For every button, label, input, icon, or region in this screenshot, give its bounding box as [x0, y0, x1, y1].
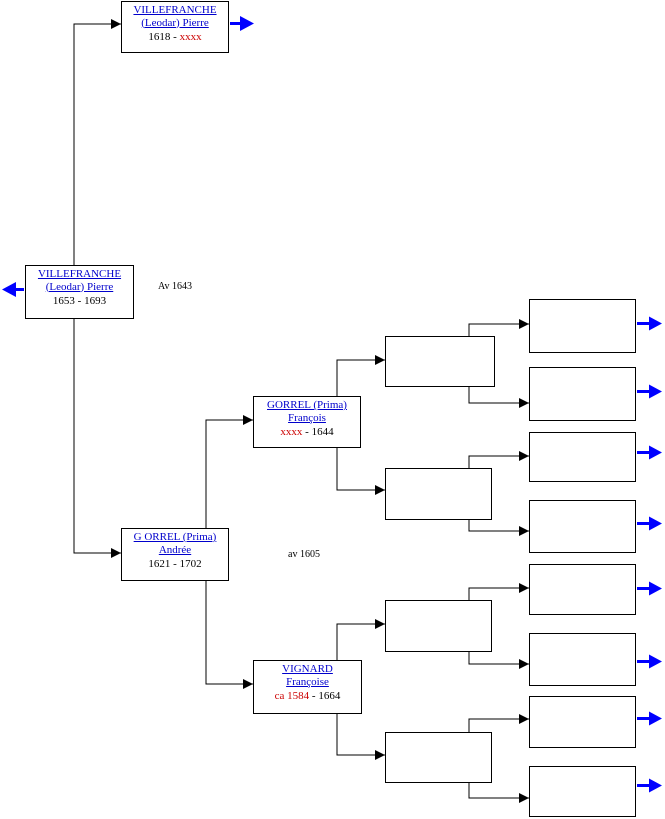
person-box-empty — [529, 633, 636, 686]
nav-arrow-right-icon[interactable] — [230, 16, 254, 31]
person-box-empty — [529, 564, 636, 615]
nav-arrow-right-icon[interactable] — [637, 516, 662, 531]
nav-arrow-right-icon[interactable] — [637, 316, 662, 331]
person-box-empty — [385, 600, 492, 652]
person-name-link[interactable]: VILLEFRANCHE(Leodar) Pierre — [133, 4, 217, 29]
connector-ggp1-mother — [468, 386, 529, 408]
connector-mgm-mother — [336, 713, 385, 760]
connector-mgf-mother — [336, 447, 385, 495]
person-box-empty — [385, 732, 492, 783]
person-dates: xxxx - 1644 — [280, 426, 334, 438]
nav-arrow-right-icon[interactable] — [637, 711, 662, 726]
person-box-empty — [529, 432, 636, 482]
person-box-father: VILLEFRANCHE(Leodar) Pierre 1618 - xxxx — [121, 1, 229, 53]
person-dates: 1618 - xxxx — [148, 31, 202, 43]
connector-father — [73, 19, 121, 265]
marriage-date-maternal-grandparents: av 1605 — [288, 549, 320, 560]
person-name-link[interactable]: G ORREL (Prima)Andrée — [133, 531, 217, 556]
person-box-maternal-grandfather: GORREL (Prima)François xxxx - 1644 — [253, 396, 361, 448]
connector-ggp2-father — [468, 451, 529, 468]
connector-ggp3-mother — [468, 651, 529, 669]
nav-arrow-right-icon[interactable] — [637, 654, 662, 669]
connector-ggp1-father — [468, 319, 529, 336]
nav-arrow-right-icon[interactable] — [637, 445, 662, 460]
connector-ggp2-mother — [468, 519, 529, 536]
connector-mgm-father — [336, 619, 385, 660]
person-box-empty — [529, 696, 636, 748]
person-dates: ca 1584 - 1664 — [274, 690, 341, 702]
person-name-link[interactable]: GORREL (Prima)François — [267, 399, 347, 424]
person-box-empty — [529, 367, 636, 421]
connector-ggp3-father — [468, 583, 529, 600]
nav-arrow-right-icon[interactable] — [637, 384, 662, 399]
person-box-empty — [529, 766, 636, 817]
nav-arrow-right-icon[interactable] — [637, 778, 662, 793]
connector-ggp4-father — [468, 714, 529, 732]
person-dates: 1653 - 1693 — [52, 295, 107, 307]
connector-mgf — [205, 415, 253, 528]
person-box-subject: VILLEFRANCHE(Leodar) Pierre 1653 - 1693 — [25, 265, 134, 319]
person-name-link[interactable]: VILLEFRANCHE(Leodar) Pierre — [37, 268, 122, 293]
nav-arrow-right-icon[interactable] — [637, 581, 662, 596]
person-box-empty — [385, 468, 492, 520]
person-box-mother: G ORREL (Prima)Andrée 1621 - 1702 — [121, 528, 229, 581]
connector-mgm — [205, 580, 253, 689]
connector-mother — [73, 318, 121, 558]
nav-arrow-left-icon[interactable] — [2, 282, 24, 297]
marriage-date-parents: Av 1643 — [158, 281, 192, 292]
person-box-empty — [529, 500, 636, 553]
person-box-empty — [385, 336, 495, 387]
person-dates: 1621 - 1702 — [148, 558, 202, 570]
person-box-empty — [529, 299, 636, 353]
connector-mgf-father — [336, 355, 385, 396]
connector-ggp4-mother — [468, 782, 529, 803]
